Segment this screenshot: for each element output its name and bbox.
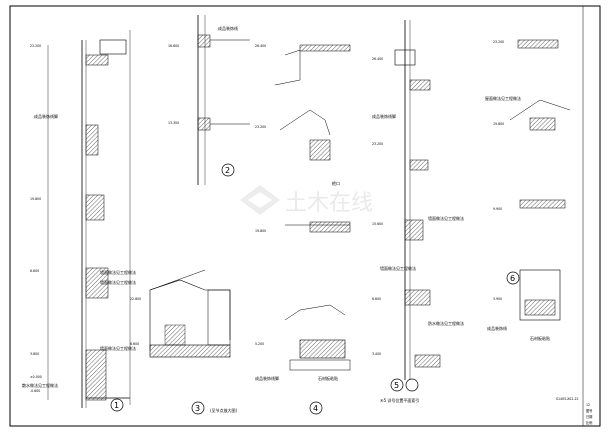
svg-text:图号: 图号: [586, 408, 592, 413]
svg-text:散水做法见工程做法: 散水做法见工程做法: [22, 382, 58, 388]
svg-text:15.600: 15.600: [372, 222, 383, 226]
svg-text:26.400: 26.400: [372, 57, 383, 61]
svg-text:石材板粘贴: 石材板粘贴: [530, 335, 550, 341]
svg-text:6.600: 6.600: [30, 269, 39, 273]
svg-text:3.400: 3.400: [372, 352, 381, 356]
svg-text:22.800: 22.800: [130, 297, 141, 301]
svg-text:1: 1: [114, 401, 119, 410]
svg-text:3.800: 3.800: [30, 352, 39, 356]
svg-text:檐口: 檐口: [332, 180, 340, 186]
svg-text:19.800: 19.800: [30, 197, 41, 201]
svg-text:S1405-X02-22: S1405-X02-22: [556, 397, 579, 401]
svg-text:防水做法见工程做法: 防水做法见工程做法: [428, 320, 464, 326]
svg-text:成品装饰线脚: 成品装饰线脚: [34, 113, 58, 119]
svg-text:23.200: 23.200: [493, 40, 504, 44]
detail-5: 26.400 23.200 15.600 6.600 3.400 成品装饰线脚 …: [372, 20, 464, 403]
detail-2: 成品装饰线 16.600 13.300 2: [168, 15, 250, 185]
svg-text:成品装饰线脚: 成品装饰线脚: [255, 375, 279, 381]
svg-text:23.200: 23.200: [30, 44, 41, 48]
detail-4: 26.400 23.200 19.800 5.200 成品装饰线脚 石材板粘贴 …: [255, 44, 351, 415]
svg-text:石材板粘贴: 石材板粘贴: [318, 375, 338, 381]
svg-text:3: 3: [195, 404, 200, 413]
svg-text:26.400: 26.400: [255, 44, 266, 48]
svg-text:9.900: 9.900: [493, 207, 502, 211]
svg-text:19.800: 19.800: [493, 122, 504, 126]
svg-text:3.900: 3.900: [493, 297, 502, 301]
svg-text:16.600: 16.600: [168, 44, 179, 48]
detail-6: 23.200 19.800 9.900 3.900 屋面做法见工程做法 成品装饰…: [485, 39, 571, 341]
svg-text:屋面做法见工程做法: 屋面做法见工程做法: [485, 95, 521, 101]
svg-text:成品装饰线脚: 成品装饰线脚: [372, 113, 396, 119]
svg-text:23.200: 23.200: [255, 125, 266, 129]
svg-text:6.600: 6.600: [130, 342, 139, 346]
svg-text:4: 4: [313, 404, 318, 413]
svg-text:日期: 日期: [586, 414, 592, 419]
svg-text:墙面做法见工程做法: 墙面做法见工程做法: [380, 265, 416, 271]
svg-text:墙面做法见工程做法: 墙面做法见工程做法: [100, 345, 136, 351]
title-block: S1405-X02-22 12 图号 日期 比例: [556, 397, 592, 425]
detail-1: 23.200 19.800 6.600 3.800 ±0.000 -0.600 …: [22, 30, 136, 412]
svg-text:④5 详号位置平面索引: ④5 详号位置平面索引: [380, 397, 419, 403]
svg-text:墙面做法见工程做法: 墙面做法见工程做法: [100, 279, 136, 285]
svg-text:墙面做法见工程做法: 墙面做法见工程做法: [428, 215, 464, 221]
svg-text:(见节点放大图): (见节点放大图): [210, 407, 238, 413]
svg-text:5: 5: [394, 381, 399, 390]
svg-text:成品装饰线: 成品装饰线: [487, 325, 507, 331]
svg-text:13.300: 13.300: [168, 121, 179, 125]
svg-text:比例: 比例: [586, 420, 592, 425]
detail-3: 22.800 6.600 (见节点放大图) 3: [130, 269, 238, 415]
svg-text:2: 2: [225, 166, 230, 175]
sheet-border: [9, 5, 601, 427]
svg-text:±0.000: ±0.000: [30, 375, 42, 379]
svg-text:6.600: 6.600: [372, 297, 381, 301]
svg-text:成品装饰线: 成品装饰线: [218, 25, 238, 31]
svg-text:12: 12: [586, 403, 590, 407]
svg-text:墙面做法见工程做法: 墙面做法见工程做法: [100, 269, 136, 275]
svg-text:土木在线: 土木在线: [285, 191, 373, 216]
svg-text:6: 6: [510, 274, 515, 283]
svg-text:23.200: 23.200: [372, 142, 383, 146]
svg-text:-0.600: -0.600: [30, 389, 40, 393]
watermark: 土木在线: [240, 185, 373, 216]
svg-text:19.800: 19.800: [255, 229, 266, 233]
svg-text:5.200: 5.200: [255, 342, 264, 346]
